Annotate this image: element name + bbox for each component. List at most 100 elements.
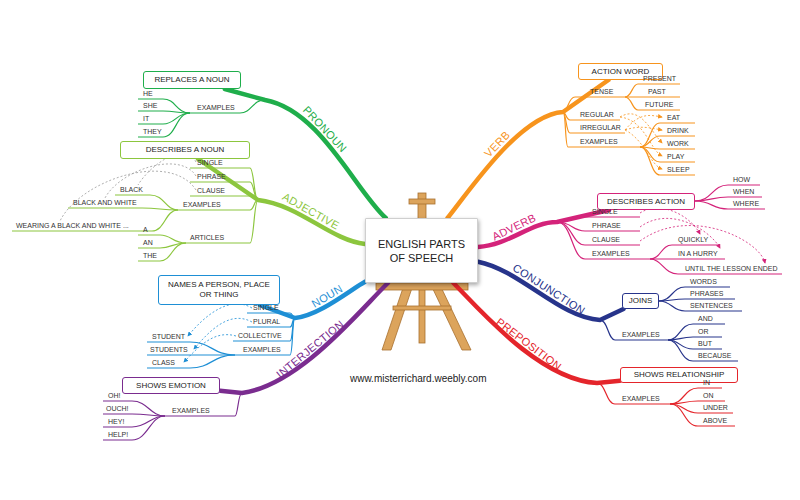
noun-lines	[147, 313, 295, 368]
node-text-stack: ACTION WORD	[592, 67, 650, 77]
branch-item: SINGLE	[197, 159, 223, 167]
noun-lines-part	[147, 354, 235, 355]
adjective-lines-part	[190, 196, 258, 200]
pronoun-lines	[138, 99, 265, 137]
branch-item: OR	[698, 328, 709, 336]
interjection-lines-part	[165, 393, 242, 416]
branch-connector	[478, 210, 609, 247]
noun-lines-part	[235, 318, 295, 355]
node-text: REPLACES A NOUN	[154, 75, 229, 85]
branch-item: PHRASE	[197, 173, 226, 181]
verb-dashed-arrows-part	[620, 117, 662, 156]
preposition-lines-part	[597, 383, 670, 404]
branch-item: HE	[143, 90, 153, 98]
branch-item: BLACK AND WHITE	[73, 199, 137, 207]
verb-lines-part	[640, 136, 695, 147]
branch-item: STUDENTS	[150, 346, 188, 354]
adverb-lines-part	[695, 201, 765, 209]
branch-label: PREPOSITION	[495, 316, 565, 373]
branch-line	[478, 210, 609, 247]
node-text-stack: REPLACES A NOUN	[154, 75, 229, 85]
branch-item: SHE	[143, 102, 157, 110]
branch-item: CLASS	[152, 359, 175, 367]
website-note: www.misterrichard.weebly.com	[350, 373, 487, 385]
definition-box: DESCRIBES ACTION	[597, 193, 695, 210]
branch-item: PHRASE	[592, 222, 621, 230]
node-text: JOINS	[629, 296, 653, 306]
node-text-stack: NAMES A PERSON, PLACE OR THING	[162, 280, 276, 300]
branch-item: HOW	[733, 176, 750, 184]
branch-item: EXAMPLES	[243, 346, 281, 354]
conjunction-lines	[600, 287, 742, 361]
branch-connector	[478, 262, 623, 320]
branch-item: REGULAR	[580, 111, 614, 119]
easel-part	[409, 199, 435, 204]
branch-item: OH!	[108, 392, 120, 400]
noun-lines-part	[233, 318, 295, 341]
branch-item: SINGLE	[592, 208, 618, 216]
verb-lines-part	[640, 123, 695, 147]
verb-lines-part	[625, 84, 680, 97]
branch-item: PLURAL	[253, 318, 280, 326]
branch-item: THE	[143, 252, 157, 260]
branch-item: IN A HURRY	[678, 250, 718, 258]
node-text: NAMES A PERSON, PLACE OR THING	[162, 280, 276, 300]
adverb-dashed-arrows-part	[640, 226, 765, 263]
interjection-lines-part	[103, 416, 165, 440]
branch-connector	[198, 159, 365, 244]
preposition-lines-part	[670, 404, 735, 426]
node-text: ENGLISH PARTS OF SPEECH	[369, 237, 474, 265]
preposition-lines	[597, 383, 735, 426]
definition-box: SHOWS RELATIONSHIP	[620, 367, 738, 383]
noun-lines-part	[147, 355, 235, 368]
branch-item: EAT	[667, 114, 680, 122]
branch-item: SINGLE	[253, 304, 279, 312]
branch-item: WORK	[667, 140, 689, 148]
branch-label: PRONOUN	[301, 104, 350, 155]
branch-item: BLACK	[120, 186, 143, 194]
branch-item: EXAMPLES	[622, 331, 660, 339]
verb-lines-part	[625, 96, 680, 97]
noun-dashed-arrows-part	[184, 335, 236, 362]
branch-item: UNDER	[703, 404, 728, 412]
branch-item: ABOVE	[703, 417, 727, 425]
verb-dashed-arrows	[620, 114, 662, 169]
pronoun-lines-part	[138, 113, 190, 137]
branch-item: ARTICLES	[190, 234, 224, 242]
node-text-stack: DESCRIBES ACTION	[607, 197, 685, 207]
adverb-dashed-arrows-part	[640, 208, 700, 234]
verb-lines-part	[563, 112, 620, 120]
branch-line	[478, 262, 623, 320]
verb-lines-part	[640, 147, 695, 175]
branch-item: UNTIL THE LESSON ENDED	[685, 265, 778, 273]
verb-dashed-arrows-part	[625, 127, 662, 130]
branch-item: WEARING A BLACK AND WHITE ...	[16, 222, 129, 230]
verb-lines-part	[563, 112, 625, 133]
adverb-dashed-arrows-part	[640, 218, 720, 248]
preposition-lines-part	[670, 401, 725, 404]
branch-item: PAST	[648, 88, 666, 96]
branch-line	[448, 80, 609, 218]
verb-dashed-arrows-part	[625, 115, 662, 130]
branch-item: EXAMPLES	[172, 407, 210, 415]
node-text-stack: SHOWS EMOTION	[136, 381, 206, 391]
branch-item: THEY	[143, 128, 162, 136]
node-text-stack: JOINS	[629, 296, 653, 306]
branch-item: IN	[703, 379, 710, 387]
conjunction-lines-part	[668, 340, 738, 361]
adjective-lines-part	[12, 210, 178, 231]
branch-item: BECAUSE	[698, 352, 731, 360]
branch-item: A	[143, 226, 148, 234]
branch-item: EXAMPLES	[622, 395, 660, 403]
pronoun-lines-part	[138, 113, 190, 124]
verb-lines-part	[640, 147, 695, 162]
branch-item: PRESENT	[643, 75, 676, 83]
node-text: SHOWS EMOTION	[136, 381, 206, 391]
node-text-stack: ENGLISH PARTS OF SPEECH	[369, 237, 474, 265]
verb-lines-part	[640, 147, 695, 149]
definition-box: REPLACES A NOUN	[143, 71, 241, 89]
interjection-lines-part	[103, 414, 165, 416]
node-text-stack: SHOWS RELATIONSHIP	[634, 370, 725, 380]
branch-item: CLAUSE	[592, 236, 620, 244]
